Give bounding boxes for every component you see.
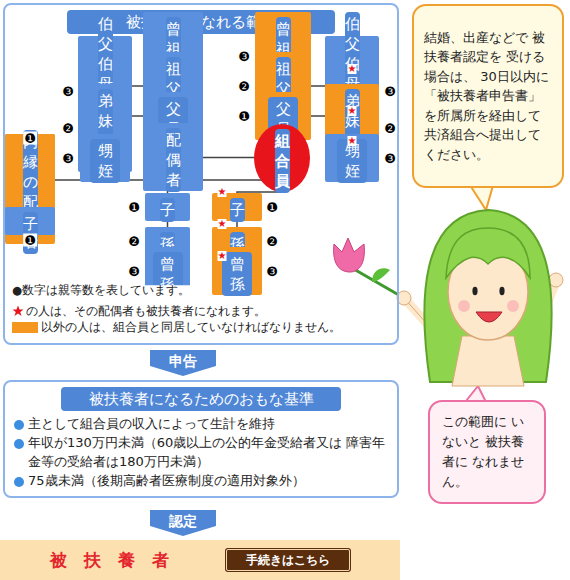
eye (499, 287, 504, 295)
degree-number: ❷ (237, 80, 251, 93)
relation-label: 配偶者 (166, 128, 181, 192)
procedure-button: 手続きはこちら (226, 549, 350, 571)
relative-box: 子 (145, 193, 190, 221)
legend-row: の人は、その配偶者も被扶養者になれます。 (12, 303, 341, 319)
degree-number: ❸ (383, 85, 397, 98)
relative-box: 子 (5, 207, 55, 235)
degree-number: ❶ (237, 110, 251, 123)
degree-number: ❶ (23, 132, 37, 145)
arrow-label: 認定 (169, 513, 197, 536)
legend-star (12, 305, 24, 317)
degree-number: ❸ (237, 50, 251, 63)
legend-row: 以外の人は、組合員と同居していなければなりません。 (12, 319, 341, 335)
petals (334, 238, 365, 272)
panel-title: 被扶養者になるためのおもな基準 (61, 387, 341, 411)
relation-label: 子 (230, 198, 245, 222)
family-line (132, 85, 143, 87)
tulip (334, 238, 411, 305)
relation-label: 組合員 (275, 129, 290, 193)
degree-number: ❶ (127, 201, 141, 214)
legend-text: 以外の人は、組合員と同居していなければなりません。 (41, 320, 341, 335)
relative-box: 配偶者 (143, 123, 203, 191)
button-label: 手続きはこちら (246, 552, 330, 569)
legend-text: の人は、その配偶者も被扶養者になれます。 (26, 304, 266, 319)
speech-bubble: この範囲に いないと 被扶養者に なれません。 (428, 400, 546, 504)
family-line (132, 115, 143, 117)
family-line (203, 157, 254, 159)
eye (472, 287, 477, 295)
criteria-item: 主として組合員の収入によって生計を維持 (13, 415, 389, 434)
cheek (507, 300, 519, 312)
speech-bubble: 結婚、出産などで 被扶養者認定を 受ける場合は、 30日以内に 「被扶養者申告書… (412, 4, 564, 188)
star-mark: ★ (348, 64, 357, 74)
stem (352, 268, 404, 298)
cheek (458, 300, 470, 312)
degree-number: ❸ (127, 265, 141, 278)
legend-swatch (12, 322, 38, 333)
leaf (372, 268, 390, 282)
degree-number: ❶ (265, 201, 279, 214)
degree-number: ❸ (383, 152, 397, 165)
legend: の人は、その配偶者も被扶養者になれます。以外の人は、組合員と同居していなければな… (12, 303, 341, 335)
criteria-item: 75歳未満（後期高齢者医療制度の適用対象外） (13, 472, 389, 491)
star-mark: ★ (218, 187, 227, 197)
degree-number: ❸ (61, 152, 75, 165)
degree-number: ❷ (265, 235, 279, 248)
hand (397, 291, 411, 305)
degree-number: ❷ (127, 235, 141, 248)
relative-box: 甥 姪 (80, 134, 130, 182)
relative-box: 子 (212, 193, 262, 221)
relation-label: 子 (160, 198, 175, 222)
legend-note: ●数字は親等数を表しています。 (12, 285, 190, 297)
result-label: 被 扶 養 者 (50, 549, 169, 572)
degree-number: ❷ (383, 122, 397, 135)
criteria-panel: 被扶養者になるためのおもな基準主として組合員の収入によって生計を維持年収が130… (3, 380, 399, 498)
star-mark: ★ (348, 136, 357, 146)
relation-label: 曾 孫 (222, 252, 252, 296)
degree-number: ❶ (23, 234, 37, 247)
star-mark: ★ (218, 219, 227, 229)
step-arrow: 認定 (150, 510, 216, 536)
degree-number: ❸ (61, 85, 75, 98)
star-mark: ★ (348, 106, 357, 116)
degree-number: ❷ (61, 122, 75, 135)
relation-label: 甥 姪 (90, 139, 120, 183)
bangs (446, 228, 530, 278)
bubble-text: 結婚、出産などで 被扶養者認定を 受ける場合は、 30日以内に 「被扶養者申告書… (424, 28, 552, 165)
girl-character (404, 210, 563, 386)
relation-label: 子 (23, 212, 38, 236)
degree-number: ❸ (265, 265, 279, 278)
member-circle: 組合員 (254, 124, 310, 192)
criteria-item: 年収が130万円未満（60歳以上の公的年金受給者又は 障害年金等の受給者は180… (13, 434, 389, 472)
body (452, 336, 524, 386)
star-mark: ★ (218, 251, 227, 261)
bubble-text: この範囲に いないと 被扶養者に なれません。 (442, 412, 532, 493)
family-line (311, 85, 325, 87)
hand (549, 273, 563, 287)
step-arrow: 申告 (150, 350, 216, 376)
result-band: 被 扶 養 者 手続きはこちら (0, 540, 400, 580)
mouth (476, 312, 502, 322)
family-line (311, 115, 325, 117)
arrow-label: 申告 (169, 353, 197, 376)
